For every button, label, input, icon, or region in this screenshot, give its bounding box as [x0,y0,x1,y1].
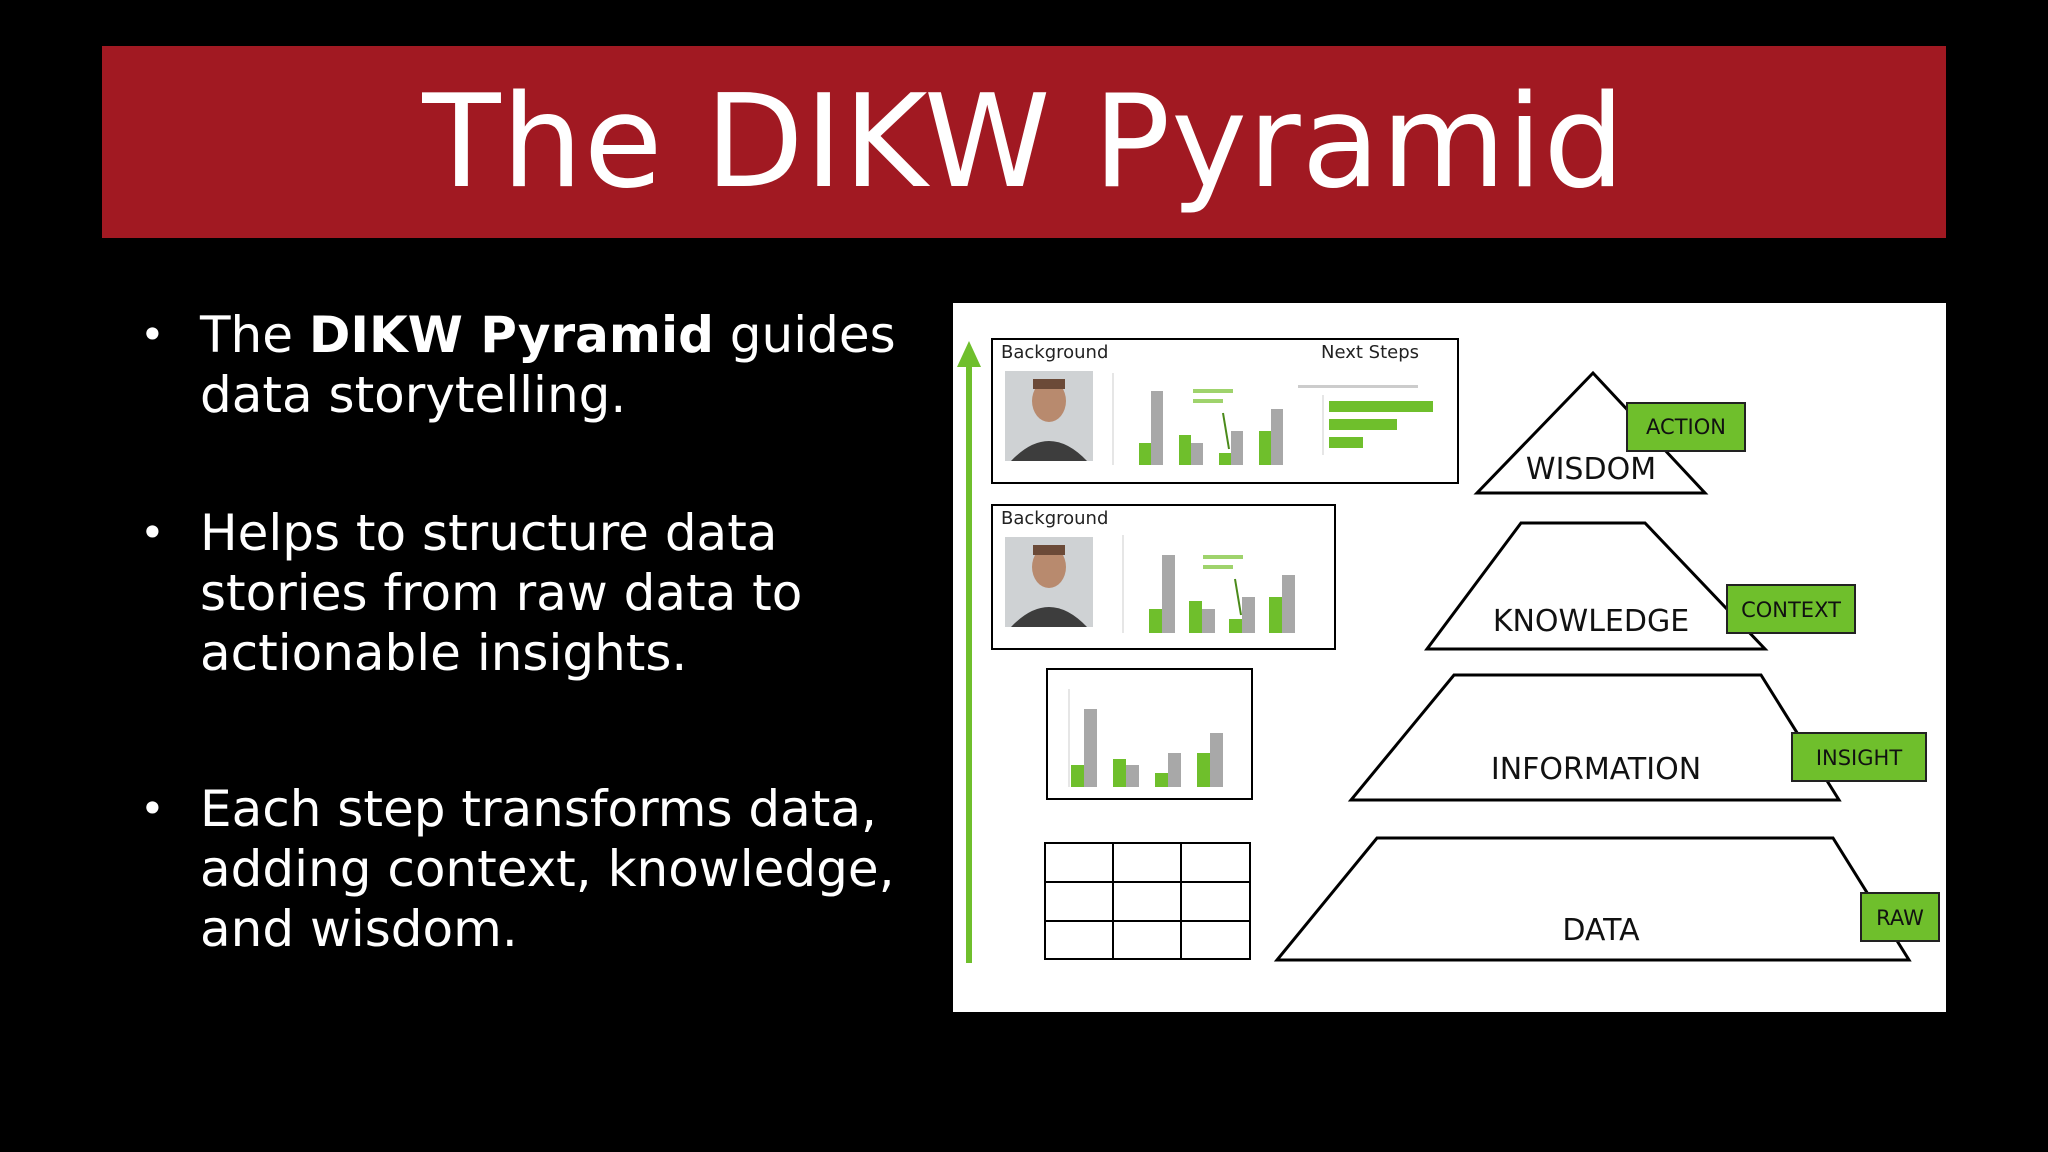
bullet-1-pre: The [200,306,309,364]
slide-thumb-chart [1046,668,1253,800]
pyramid-data: DATA RAW [1273,836,1940,962]
slide-thumb-full: Background Next Steps [991,338,1459,484]
thumb-1-title: Background [1001,342,1108,363]
level-label-information: INFORMATION [1491,752,1701,787]
level-label-wisdom: WISDOM [1526,452,1656,487]
bullet-1-bold: DIKW Pyramid [308,306,714,364]
raw-data-table [1044,842,1251,960]
bullet-dot-icon: • [140,784,165,833]
tag-context: CONTEXT [1741,598,1841,622]
thumb-2-title: Background [1001,508,1108,529]
dikw-figure: Background Next Steps [953,303,1946,1012]
portrait-photo [1005,537,1093,627]
bullet-item-3: • Each step transforms data, adding cont… [140,779,900,959]
slide-title: The DIKW Pyramid [422,67,1626,217]
tag-action: ACTION [1646,415,1726,439]
slide-thumb-context: Background [991,504,1336,650]
bullet-dot-icon: • [140,508,165,557]
pyramid-knowledge: KNOWLEDGE CONTEXT [1424,521,1856,651]
tag-insight: INSIGHT [1816,746,1902,770]
tag-raw: RAW [1876,906,1924,930]
bullet-item-2: • Helps to structure data stories from r… [140,503,900,683]
bullet-dot-icon: • [140,310,165,359]
bullet-text-3: Each step transforms data, adding contex… [200,780,895,958]
level-label-data: DATA [1562,913,1640,948]
pyramid-information: INFORMATION INSIGHT [1347,673,1927,802]
progress-arrow [957,341,981,963]
dikw-diagram: Background Next Steps [957,338,1940,963]
title-banner: The DIKW Pyramid [102,46,1946,238]
portrait-photo [1005,371,1093,461]
thumb-1-next-steps: Next Steps [1321,342,1419,363]
bullet-1-post: guides data storytelling. [200,306,896,424]
level-label-knowledge: KNOWLEDGE [1493,604,1689,639]
bullet-text-1: The DIKW Pyramid guides data storytellin… [200,305,900,425]
bullet-text-2: Helps to structure data stories from raw… [200,504,803,682]
bullet-item-1: • The DIKW Pyramid guides data storytell… [140,305,900,425]
pyramid-wisdom: WISDOM ACTION [1473,370,1746,495]
